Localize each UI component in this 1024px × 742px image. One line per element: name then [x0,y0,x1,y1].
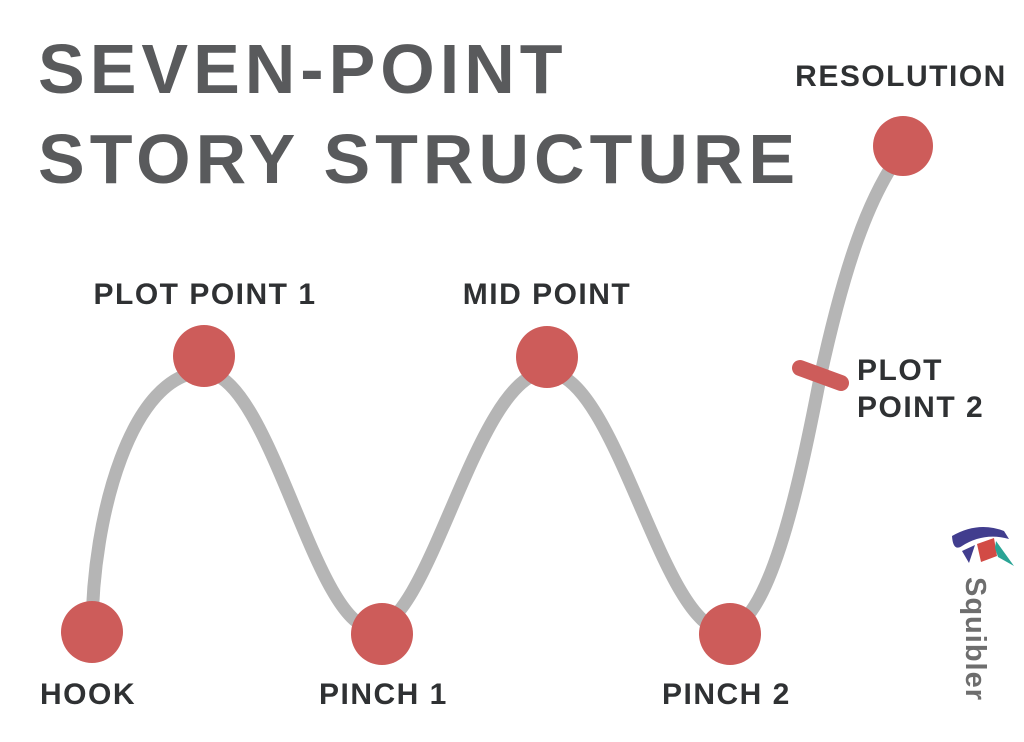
page-title-line-2: STORY STRUCTURE [38,120,801,198]
page-title: SEVEN-POINT STORY STRUCTURE [38,24,800,204]
resolution-dot [873,116,933,176]
squibler-watermark-text: Squibler [959,577,991,702]
hook-label: HOOK [40,678,136,711]
pinch-2-label: PINCH 2 [662,678,791,711]
plot-point-1-label: PLOT POINT 1 [93,278,317,311]
page-title-line-1: SEVEN-POINT [38,30,568,108]
mid-point-dot [516,326,578,388]
mid-point-label: MID POINT [462,278,632,311]
plot-point-2-label: PLOT POINT 2 [857,354,985,424]
resolution-label: RESOLUTION [795,60,1007,93]
quill-nib-shape [995,541,1014,566]
pinch-2-dot [699,603,761,665]
plot-point-2-dash-marker [792,360,849,391]
squibler-logo-icon [952,527,1014,566]
quill-left-wedge-shape [962,545,975,563]
pinch-1-dot [351,603,413,665]
plot-point-1-dot [173,325,235,387]
quill-body-shape [977,538,997,562]
story-curve-line [85,143,910,639]
pinch-1-label: PINCH 1 [319,678,448,711]
quill-swoosh-shape [952,527,1009,548]
hook-dot [61,601,123,663]
